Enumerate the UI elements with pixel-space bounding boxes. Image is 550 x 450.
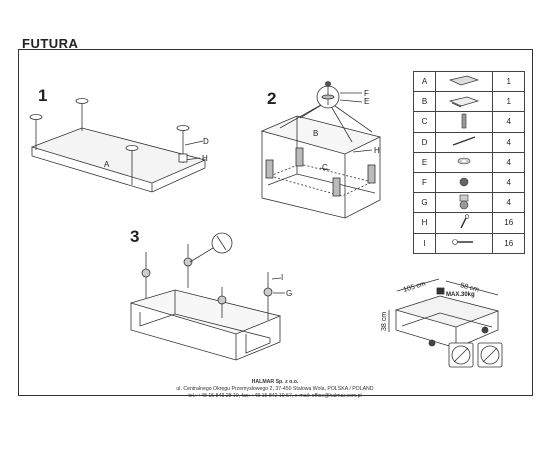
- side-panel-icon: [434, 111, 494, 133]
- step-2-drawing: [260, 81, 382, 219]
- rod-icon: [434, 131, 494, 153]
- part-quantity: 1: [492, 70, 525, 93]
- step-1-number: 1: [38, 86, 48, 105]
- step-3-drawing: [129, 232, 285, 361]
- cap-icon: [434, 171, 494, 194]
- part-quantity: 4: [492, 171, 525, 194]
- part-quantity: 4: [492, 192, 525, 214]
- step-3-number: 3: [130, 227, 140, 246]
- part-quantity: 1: [492, 91, 525, 113]
- part-letter: A: [413, 70, 436, 93]
- part-quantity: 16: [492, 212, 525, 234]
- label-d-step1: D: [203, 137, 209, 146]
- part-letter: C: [413, 111, 436, 133]
- part-letter: I: [413, 232, 436, 254]
- part-letter: E: [413, 151, 436, 173]
- parts-row: H 16: [413, 212, 525, 234]
- part-quantity: 16: [492, 232, 525, 254]
- step-1-drawing: [29, 98, 207, 193]
- table-top-icon: [434, 70, 494, 93]
- height-dimension: 38 cm: [381, 312, 388, 331]
- instruction-sheet-border: [18, 49, 533, 396]
- dimension-drawing: [388, 278, 500, 349]
- label-b-step2: B: [313, 129, 318, 138]
- part-quantity: 4: [492, 111, 525, 133]
- part-letter: F: [413, 171, 436, 194]
- screw-icon: [434, 232, 494, 254]
- allen-bolt-icon: [434, 212, 494, 234]
- warning-pictograms: [448, 342, 503, 368]
- part-letter: H: [413, 212, 436, 234]
- depth-dimension: 58 cm: [459, 282, 479, 294]
- product-title: FUTURA: [22, 36, 79, 51]
- label-a-step1: A: [104, 160, 110, 169]
- footer-address: ul. Centralnego Okręgu Przemysłowego 2, …: [176, 386, 374, 392]
- label-h-step1: H: [202, 154, 208, 163]
- max-load-label: MAX.30kg: [446, 292, 475, 298]
- label-f-step2: F: [364, 89, 369, 98]
- footer-contact: tel.: +48 15 843 28 10, fax: +48 15 842 …: [188, 393, 362, 399]
- part-quantity: 4: [492, 131, 525, 153]
- label-i-step3: I: [281, 273, 283, 282]
- label-h-step2: H: [374, 146, 380, 155]
- width-dimension: 105 cm: [403, 280, 427, 293]
- part-letter: D: [413, 131, 436, 153]
- label-e-step2: E: [364, 97, 369, 106]
- part-letter: G: [413, 192, 436, 214]
- part-letter: B: [413, 91, 436, 113]
- label-c-step2: C: [322, 163, 328, 172]
- washer-icon: [434, 151, 494, 173]
- glass-shelf-icon: [434, 91, 494, 113]
- caster-wheel-icon: [434, 192, 494, 214]
- label-g-step3: G: [286, 289, 292, 298]
- part-quantity: 4: [492, 151, 525, 173]
- step-2-number: 2: [267, 89, 277, 108]
- footer-company: HALMAR Sp. z o.o.: [251, 379, 299, 385]
- parts-row: I 16: [413, 232, 525, 254]
